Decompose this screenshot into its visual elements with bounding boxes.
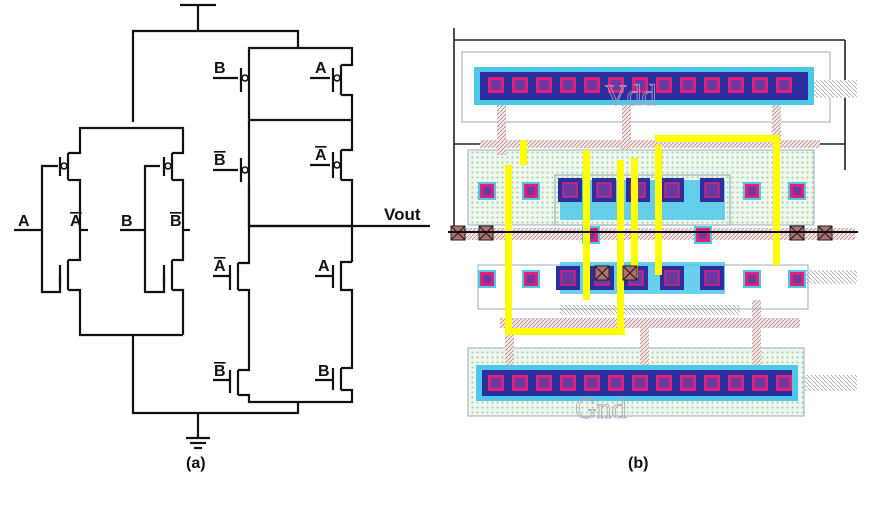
caption-b: (b) bbox=[628, 455, 648, 472]
transistor-schematic: A A B B B A B A A A B B Vout (a) bbox=[14, 3, 430, 472]
vdd-power-rail: Vdd bbox=[474, 67, 814, 112]
gnd-rail bbox=[131, 335, 300, 415]
pass-network bbox=[213, 46, 430, 404]
gate-label-p2-right: A bbox=[315, 147, 327, 164]
inverter-a bbox=[14, 126, 183, 337]
input-a-label: A bbox=[18, 213, 30, 230]
gnd-symbol bbox=[186, 413, 210, 450]
input-b-bar-label: B bbox=[170, 213, 182, 230]
output-label: Vout bbox=[384, 205, 421, 224]
input-b-label: B bbox=[121, 213, 133, 230]
caption-a: (a) bbox=[186, 455, 206, 472]
gnd-rail-text: Gnd bbox=[575, 392, 627, 425]
vdd-rail bbox=[131, 29, 300, 122]
gnd-power-rail: Gnd bbox=[476, 365, 798, 425]
vdd-rail-text: Vdd bbox=[605, 79, 657, 112]
gate-label-n2-right: B bbox=[318, 363, 330, 380]
gate-label-n2-left: B bbox=[214, 363, 226, 380]
poly-gates bbox=[505, 135, 780, 335]
cmos-layout: Vdd Gnd (b) bbox=[448, 28, 858, 472]
gate-label-p1-left: B bbox=[214, 60, 226, 77]
gate-label-n1-left: A bbox=[214, 258, 226, 275]
input-a-bar-label: A bbox=[70, 213, 82, 230]
vdd-symbol bbox=[180, 3, 216, 31]
gate-label-p2-left: B bbox=[214, 152, 226, 169]
inverter-b bbox=[120, 126, 190, 335]
gate-label-n1-right: A bbox=[318, 258, 330, 275]
gate-label-p1-right: A bbox=[315, 60, 327, 77]
